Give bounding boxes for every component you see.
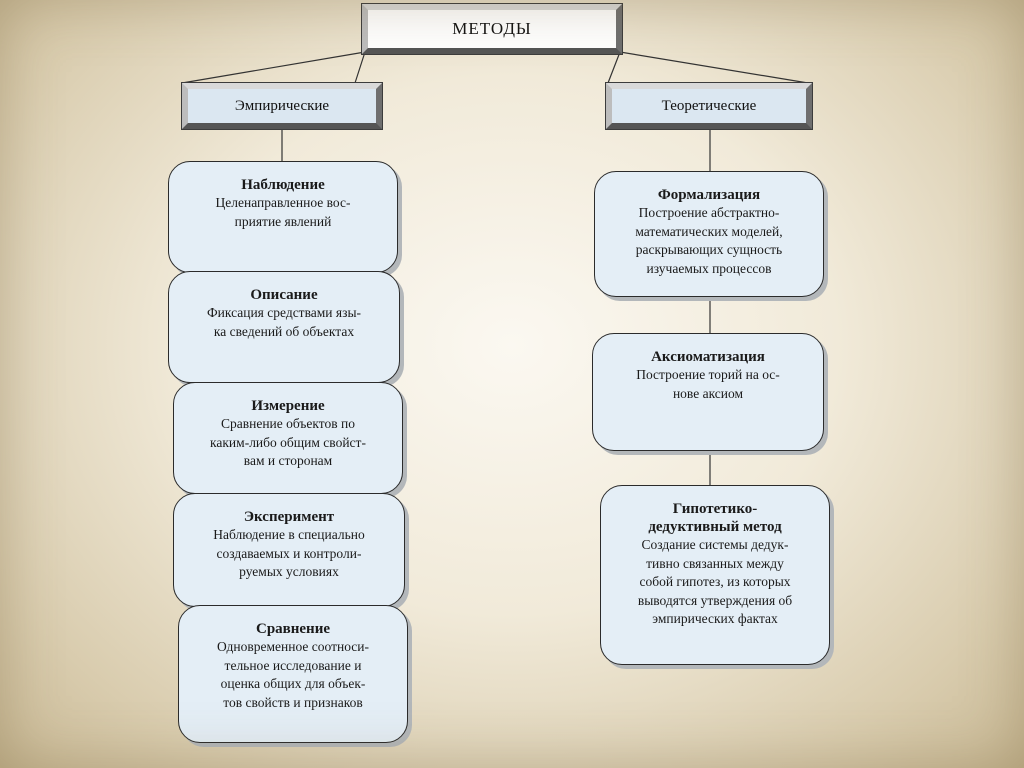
empirical-label: Эмпирические — [234, 97, 330, 114]
theoretical-label: Теоретические — [661, 97, 757, 114]
card-title: Описание — [250, 287, 318, 303]
empirical-card-measurement: Измерение Сравнение объектов по каким-ли… — [173, 382, 403, 494]
card-title: Наблюдение — [241, 177, 325, 193]
card-description: Целенаправленное вос- приятие явлений — [215, 195, 351, 229]
connector-root-left-2 — [354, 51, 366, 84]
theoretical-card-hypothetico-deductive: Гипотетико- дедуктивный метод Создание с… — [600, 485, 830, 665]
card-description: Сравнение объектов по каким-либо общим с… — [210, 416, 366, 468]
theoretical-card-axiomatization: Аксиоматизация Построение торий на ос- н… — [592, 333, 824, 451]
theoretical-card-formalization: Формализация Построение абстрактно- мате… — [594, 171, 824, 297]
card-description: Построение торий на ос- нове аксиом — [636, 367, 780, 401]
theoretical-box: Теоретические — [605, 82, 813, 130]
card-title: Сравнение — [255, 621, 331, 637]
root-label: МЕТОДЫ — [452, 19, 532, 38]
card-title: Эксперимент — [243, 509, 335, 525]
card-description: Наблюдение в специально создаваемых и ко… — [213, 527, 365, 579]
empirical-card-observation: Наблюдение Целенаправленное вос- приятие… — [168, 161, 398, 273]
card-description: Фиксация средствами язы- ка сведений об … — [206, 305, 362, 339]
card-title: Аксиоматизация — [651, 349, 765, 365]
card-title: Измерение — [251, 398, 325, 414]
empirical-card-description: Описание Фиксация средствами язы- ка све… — [168, 271, 400, 383]
card-description: Построение абстрактно- математических мо… — [635, 205, 783, 276]
card-description: Одновременное соотноси- тельное исследов… — [216, 639, 370, 710]
card-description: Создание системы дедук- тивно связанных … — [637, 537, 793, 626]
empirical-card-comparison: Сравнение Одновременное соотноси- тельно… — [178, 605, 408, 743]
empirical-card-experiment: Эксперимент Наблюдение в специально созд… — [173, 493, 405, 607]
card-title: Гипотетико- дедуктивный метод — [648, 501, 782, 535]
connector-root-right — [607, 51, 621, 84]
root-box: МЕТОДЫ — [361, 3, 623, 55]
connector-root-left — [181, 51, 366, 84]
card-title: Формализация — [657, 187, 761, 203]
empirical-box: Эмпирические — [181, 82, 383, 130]
connector-root-right-2 — [619, 51, 809, 84]
